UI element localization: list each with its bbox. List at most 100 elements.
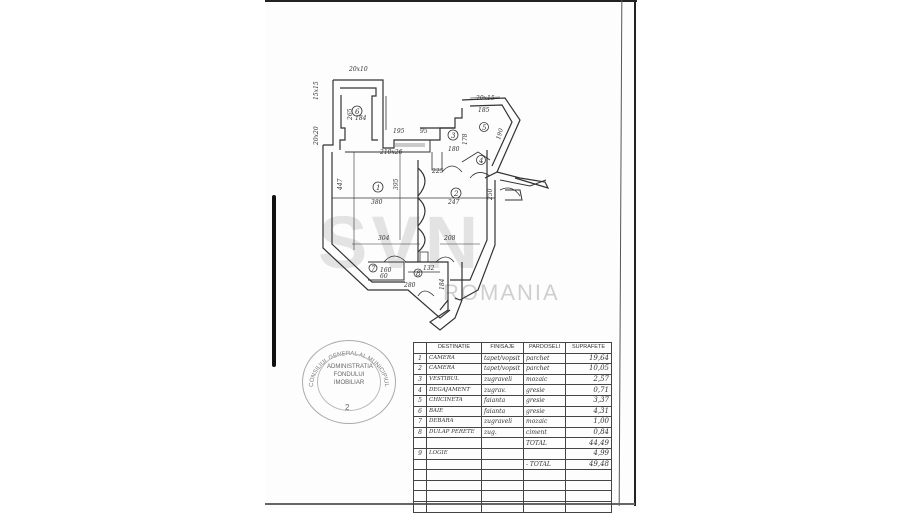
header-finisaje: FINISAJE bbox=[481, 342, 524, 354]
cell-no bbox=[413, 469, 427, 481]
svg-text:20x15: 20x15 bbox=[475, 95, 495, 102]
cell-finisaje bbox=[481, 447, 524, 460]
svg-text:184: 184 bbox=[439, 278, 446, 290]
svg-text:447: 447 bbox=[337, 178, 344, 191]
cell-no bbox=[413, 490, 427, 502]
header-destinatie: DESTINATIE bbox=[426, 342, 482, 354]
cell-pardoseli: mozaic bbox=[523, 373, 566, 386]
svg-text:250: 250 bbox=[487, 188, 494, 201]
cell-destinatie: LOGIE bbox=[426, 447, 482, 460]
cell-pardoseli: parchet bbox=[523, 352, 566, 365]
rooms-table: DESTINATIE FINISAJE PARDOSELI SUPRAFETE … bbox=[413, 342, 612, 513]
cell-finisaje: zug. bbox=[481, 426, 524, 439]
cell-no bbox=[413, 437, 427, 449]
stamp-inner-ring bbox=[317, 353, 381, 411]
cell-suprafete: 49,48 bbox=[565, 458, 612, 471]
cell-pardoseli bbox=[523, 447, 566, 460]
cell-destinatie: DULAP PERETE bbox=[426, 426, 482, 439]
cell-destinatie bbox=[426, 469, 482, 481]
scan-mark bbox=[272, 195, 276, 367]
svg-text:208: 208 bbox=[443, 235, 456, 242]
svg-text:20x10: 20x10 bbox=[348, 66, 368, 73]
svg-text:178: 178 bbox=[462, 133, 469, 145]
svg-text:5: 5 bbox=[482, 124, 487, 132]
cell-no: 6 bbox=[413, 405, 427, 418]
cell-no: 5 bbox=[413, 394, 427, 407]
cell-pardoseli: - TOTAL bbox=[523, 458, 566, 471]
cell-no: 4 bbox=[413, 384, 427, 396]
cell-finisaje: faianta bbox=[481, 394, 524, 407]
room-3-marker bbox=[447, 129, 459, 141]
cell-finisaje: faianta bbox=[481, 405, 524, 418]
svg-text:160: 160 bbox=[380, 267, 392, 274]
cell-destinatie: DEBARA bbox=[426, 416, 482, 428]
room-2-marker bbox=[450, 187, 462, 199]
svg-text:195: 195 bbox=[393, 128, 405, 135]
cell-pardoseli: gresie bbox=[523, 405, 566, 418]
svg-text:95: 95 bbox=[420, 128, 428, 135]
svg-text:210x26: 210x26 bbox=[379, 149, 403, 156]
cell-destinatie: CAMERA bbox=[426, 363, 482, 375]
cell-suprafete bbox=[565, 469, 612, 481]
cell-destinatie: BAIE bbox=[426, 405, 482, 418]
svg-text:6: 6 bbox=[355, 108, 360, 116]
cell-destinatie bbox=[426, 500, 482, 513]
room-1-marker bbox=[372, 181, 384, 193]
cell-finisaje: zugraveli bbox=[481, 416, 524, 428]
cell-no bbox=[413, 479, 427, 492]
page-border-right bbox=[634, 0, 636, 506]
room-5-marker bbox=[479, 122, 489, 132]
cell-suprafete: 10,05 bbox=[565, 363, 612, 375]
svg-text:395: 395 bbox=[393, 178, 400, 190]
cell-suprafete bbox=[565, 500, 612, 513]
cell-destinatie: DEGAJAMENT bbox=[426, 384, 482, 396]
cell-finisaje: zugrav. bbox=[481, 384, 524, 396]
cell-destinatie: CAMERA bbox=[426, 352, 482, 365]
svg-text:132: 132 bbox=[423, 265, 435, 272]
cell-destinatie bbox=[426, 437, 482, 449]
cell-destinatie bbox=[426, 479, 482, 492]
cell-suprafete: 1,00 bbox=[565, 416, 612, 428]
cell-suprafete: 19,64 bbox=[565, 352, 612, 365]
room-8-marker bbox=[413, 268, 423, 278]
svg-text:3: 3 bbox=[451, 132, 456, 140]
svg-text:280: 280 bbox=[403, 282, 416, 289]
cell-pardoseli bbox=[523, 469, 566, 481]
cell-suprafete bbox=[565, 490, 612, 502]
room-7-marker bbox=[368, 263, 378, 273]
official-stamp: CONSILIUL GENERAL AL MUNICIPIULUI BUCURE… bbox=[302, 340, 396, 424]
cell-no: 3 bbox=[413, 373, 427, 386]
svg-text:8: 8 bbox=[416, 270, 421, 278]
cell-finisaje bbox=[481, 490, 524, 502]
svg-text:2: 2 bbox=[453, 190, 459, 198]
cell-suprafete: 0,71 bbox=[565, 384, 612, 396]
cell-pardoseli bbox=[523, 500, 566, 513]
cell-pardoseli: ciment bbox=[523, 426, 566, 439]
cell-pardoseli: mozaic bbox=[523, 416, 566, 428]
cell-suprafete: 3,37 bbox=[565, 394, 612, 407]
svg-text:225: 225 bbox=[431, 168, 444, 175]
cell-pardoseli: gresie bbox=[523, 384, 566, 396]
svg-text:20x20: 20x20 bbox=[313, 126, 320, 146]
cell-finisaje bbox=[481, 437, 524, 449]
svg-text:304: 304 bbox=[378, 235, 390, 242]
cell-pardoseli: parchet bbox=[523, 363, 566, 375]
cell-finisaje: tapet/vopsit bbox=[481, 352, 524, 365]
cell-finisaje bbox=[481, 458, 524, 471]
svg-text:60: 60 bbox=[380, 273, 388, 280]
header-pardoseli: PARDOSELI bbox=[523, 342, 566, 354]
cell-no: 9 bbox=[413, 447, 427, 460]
cell-no: 2 bbox=[413, 363, 427, 375]
header-no bbox=[413, 342, 427, 354]
header-suprafete: SUPRAFETE bbox=[565, 342, 612, 354]
cell-no: 7 bbox=[413, 416, 427, 428]
table-row bbox=[413, 469, 612, 481]
svg-text:185: 185 bbox=[478, 107, 490, 114]
svg-text:380: 380 bbox=[371, 199, 383, 206]
